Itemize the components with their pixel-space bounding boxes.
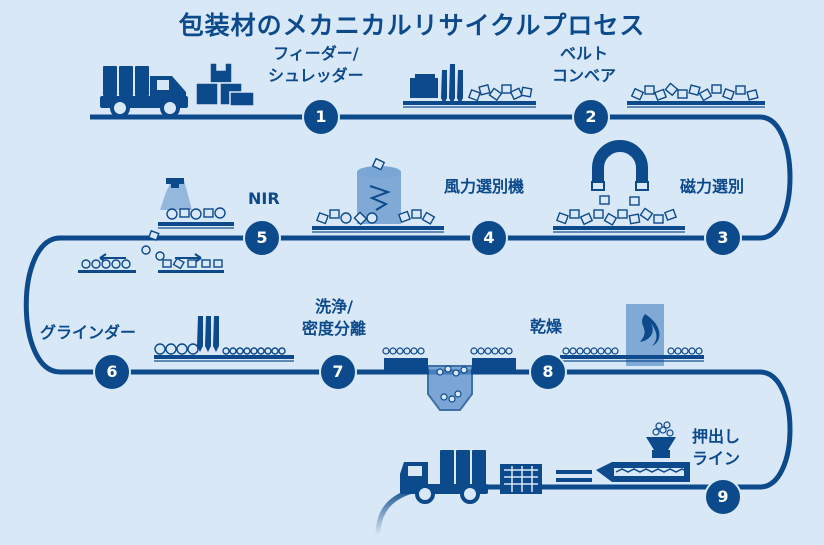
conveyor-icon <box>553 207 685 233</box>
air-separator-icon <box>357 157 401 224</box>
step-9-label-line1: 押出し <box>692 427 741 446</box>
step-1-label-line1: フィーダー/ <box>273 44 359 63</box>
step-3-label-line1: 磁力選別 <box>680 177 745 196</box>
nir-sensor-icon <box>160 178 192 210</box>
step-8-label: 乾燥 <box>530 316 562 338</box>
grinder-icon <box>154 316 294 362</box>
process-line-end <box>375 484 447 536</box>
step-2-label-line1: ベルト <box>560 44 609 63</box>
step-8-label-line1: 乾燥 <box>530 317 563 336</box>
step-6-label: グラインダー <box>40 322 136 344</box>
conveyor-icon <box>627 82 765 108</box>
step-4-label-line1: 風力選別機 <box>444 177 525 196</box>
step-9-label: 押出し ライン <box>692 426 740 470</box>
step-7-label-line1: 洗浄/ <box>315 297 353 316</box>
step-1-label: フィーダー/ シュレッダー <box>268 43 364 87</box>
step-9-label-line2: ライン <box>692 449 741 468</box>
step-8-badge: 8 <box>529 353 567 391</box>
pellet-crate-icon <box>500 464 542 494</box>
conveyor-icon <box>560 347 704 362</box>
conveyor-icon <box>78 207 234 273</box>
step-6-label-line1: グラインダー <box>40 323 137 342</box>
process-line <box>23 114 793 490</box>
step-6-badge: 6 <box>93 353 131 391</box>
step-3-label: 磁力選別 <box>680 176 744 198</box>
step-1-label-line2: シュレッダー <box>268 66 364 85</box>
extruder-icon <box>556 421 690 482</box>
step-5-badge: 5 <box>243 219 281 257</box>
step-2-badge: 2 <box>572 98 610 136</box>
step-7-label: 洗浄/ 密度分離 <box>302 296 366 340</box>
step-5-label: NIR <box>248 188 280 210</box>
step-9-badge: 9 <box>704 478 742 516</box>
conveyor-icon <box>312 209 444 233</box>
step-4-label: 風力選別機 <box>444 176 524 198</box>
step-2-label-line2: コンベア <box>552 66 617 85</box>
step-7-label-line2: 密度分離 <box>302 319 367 338</box>
truck-icon <box>400 450 488 504</box>
step-5-label-line1: NIR <box>248 189 280 208</box>
shredder-icon <box>403 64 536 108</box>
step-4-badge: 4 <box>470 219 508 257</box>
step-2-label: ベルト コンベア <box>552 43 616 87</box>
step-1-badge: 1 <box>302 98 340 136</box>
boxes-icon <box>195 62 255 107</box>
truck-icon <box>100 66 188 118</box>
page-title: 包装材のメカニカルリサイクルプロセス <box>178 11 646 40</box>
step-7-badge: 7 <box>319 353 357 391</box>
magnet-icon <box>591 140 649 206</box>
wash-tank-icon <box>382 347 516 411</box>
step-3-badge: 3 <box>704 219 742 257</box>
